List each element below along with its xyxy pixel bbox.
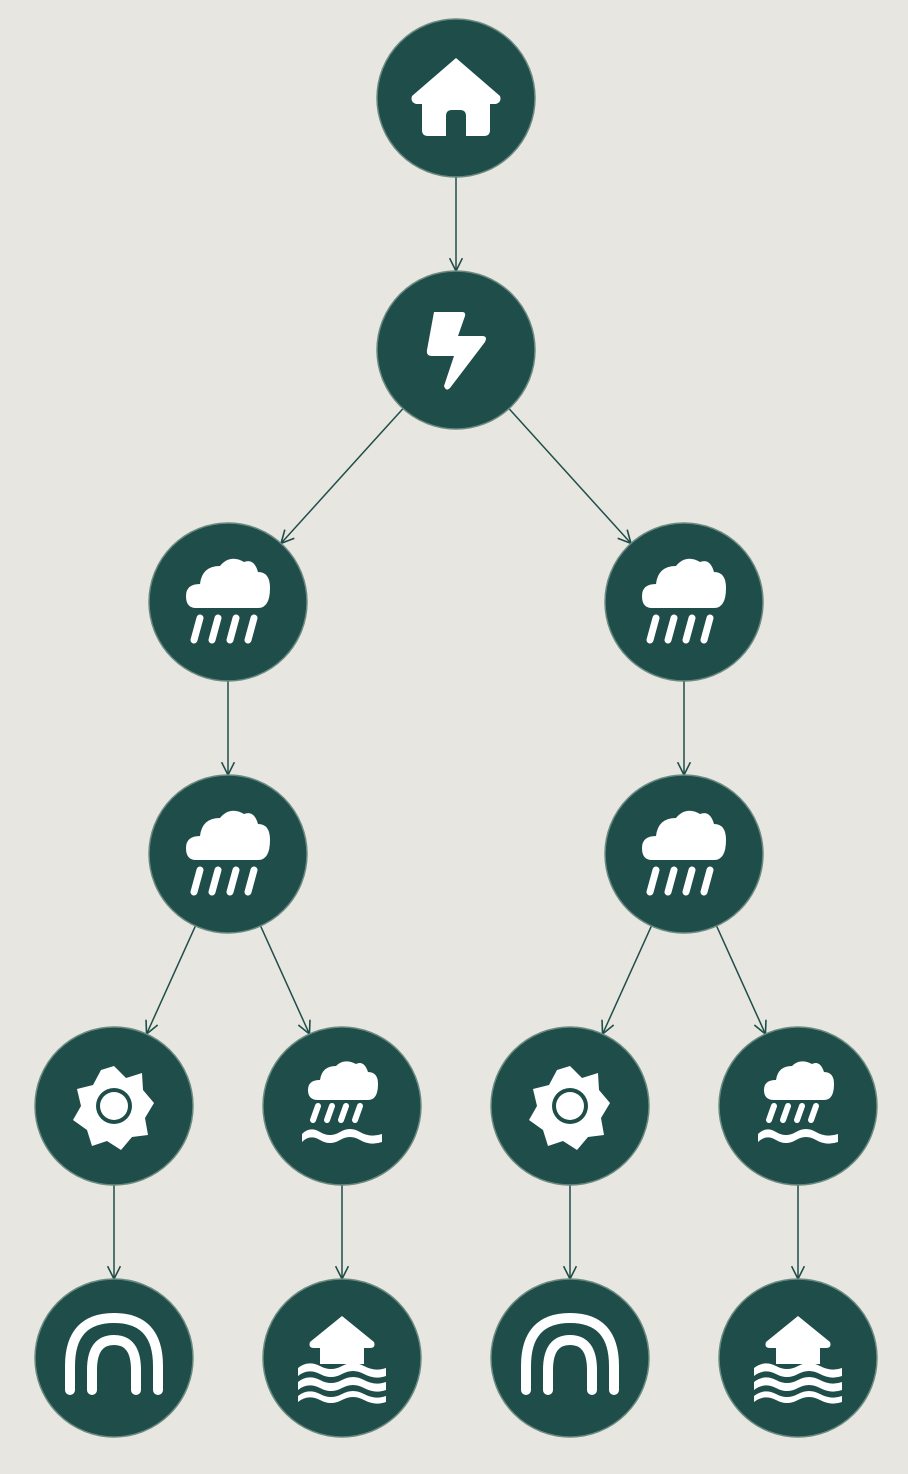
node-n14 [718, 1278, 878, 1438]
edge-arrow-n2-n3 [281, 408, 404, 544]
node-n2 [376, 270, 536, 430]
edge-arrow-n2-n4 [508, 408, 631, 544]
node-n5 [148, 774, 308, 934]
node-n6 [604, 774, 764, 934]
node-n4 [604, 522, 764, 682]
node-n12 [262, 1278, 422, 1438]
node-circle [262, 1026, 422, 1186]
node-n8 [262, 1026, 422, 1186]
node-n9 [490, 1026, 650, 1186]
node-n11 [34, 1278, 194, 1438]
node-n13 [490, 1278, 650, 1438]
node-circle [718, 1026, 878, 1186]
node-n1 [376, 18, 536, 178]
edge-arrow-n5-n7 [147, 925, 197, 1034]
node-n3 [148, 522, 308, 682]
node-n10 [718, 1026, 878, 1186]
edge-arrow-n6-n10 [715, 925, 766, 1034]
edge-arrow-n6-n9 [603, 925, 653, 1034]
node-n7 [34, 1026, 194, 1186]
node-circle [490, 1278, 650, 1438]
edge-arrow-n5-n8 [259, 925, 310, 1034]
node-circle [34, 1278, 194, 1438]
